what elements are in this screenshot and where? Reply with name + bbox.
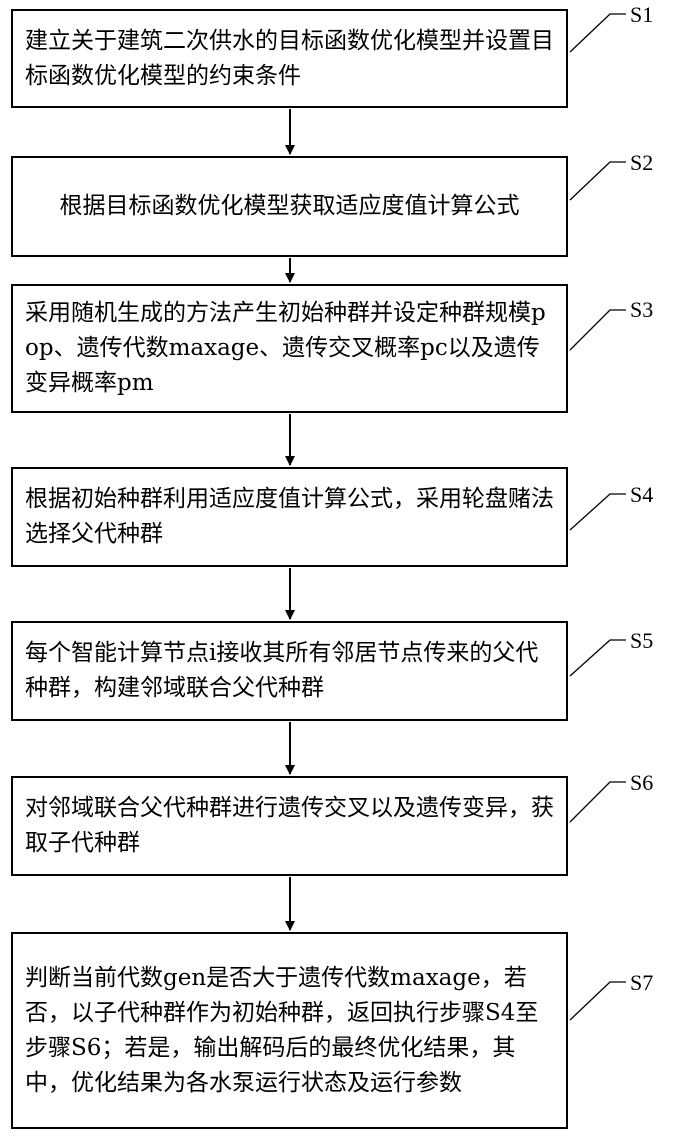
leader-s1	[570, 14, 626, 52]
leader-s6	[570, 782, 626, 822]
leader-s4	[570, 494, 626, 530]
leader-s5	[570, 640, 626, 676]
leader-s3	[570, 310, 626, 350]
leader-s2	[570, 162, 626, 200]
leader-s7	[570, 982, 626, 1020]
